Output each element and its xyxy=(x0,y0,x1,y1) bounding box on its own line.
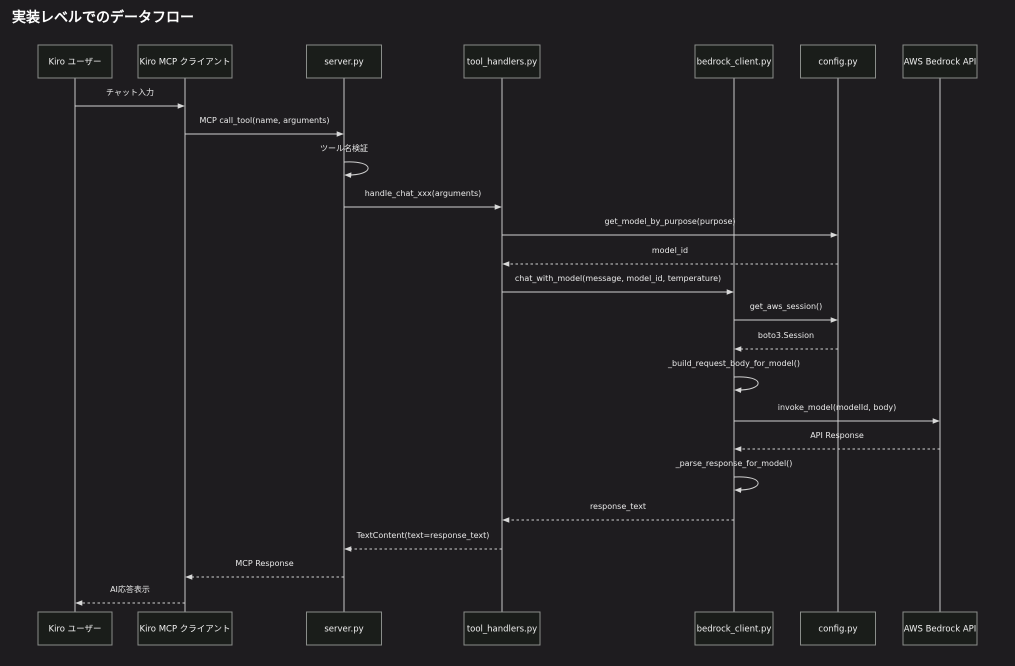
self-message-arrow xyxy=(733,476,759,493)
actor-label: bedrock_client.py xyxy=(697,58,772,68)
actor-label: config.py xyxy=(818,58,857,68)
message-16: MCP Response xyxy=(185,559,344,580)
message-8: get_aws_session() xyxy=(734,302,838,323)
message-7: chat_with_model(message, model_id, tempe… xyxy=(502,274,734,295)
message-5: get_model_by_purpose(purpose) xyxy=(502,217,838,238)
message-9: boto3.Session xyxy=(734,331,838,352)
message-12: API Response xyxy=(734,431,940,452)
actor-label: server.py xyxy=(324,58,363,68)
message-label: response_text xyxy=(590,502,646,511)
actor-config-bottom: config.py xyxy=(800,611,876,646)
actor-label: bedrock_client.py xyxy=(697,625,772,635)
message-label: API Response xyxy=(810,431,864,440)
actor-label: AWS Bedrock API xyxy=(904,625,977,635)
message-label: get_aws_session() xyxy=(750,302,823,311)
message-6: model_id xyxy=(502,246,838,267)
diagram-title: 実装レベルでのデータフロー xyxy=(12,10,194,26)
actor-client-bottom: Kiro MCP クライアント xyxy=(137,611,233,646)
message-10: _build_request_body_for_model() xyxy=(667,359,800,393)
actor-label: Kiro MCP クライアント xyxy=(140,625,231,635)
actor-label: Kiro ユーザー xyxy=(49,625,102,635)
message-label: MCP Response xyxy=(235,559,293,568)
message-label: invoke_model(modelId, body) xyxy=(778,403,897,412)
message-3: ツール名検証 xyxy=(320,143,369,178)
message-label: model_id xyxy=(652,246,688,255)
message-label: get_model_by_purpose(purpose) xyxy=(604,217,735,226)
message-4: handle_chat_xxx(arguments) xyxy=(344,189,502,210)
actor-client-top: Kiro MCP クライアント xyxy=(137,44,233,79)
actor-user-bottom: Kiro ユーザー xyxy=(37,611,113,646)
actor-user-top: Kiro ユーザー xyxy=(37,44,113,79)
actor-label: server.py xyxy=(324,625,363,635)
actor-api-top: AWS Bedrock API xyxy=(902,44,978,79)
message-label: MCP call_tool(name, arguments) xyxy=(199,116,329,125)
message-label: チャット入力 xyxy=(106,87,154,97)
message-label: handle_chat_xxx(arguments) xyxy=(365,189,482,198)
message-17: AI応答表示 xyxy=(75,584,185,606)
actor-label: config.py xyxy=(818,625,857,635)
actor-label: Kiro ユーザー xyxy=(49,58,102,68)
actor-label: tool_handlers.py xyxy=(467,58,537,68)
message-14: response_text xyxy=(502,502,734,523)
message-15: TextContent(text=response_text) xyxy=(344,531,502,552)
message-1: チャット入力 xyxy=(75,87,185,109)
actor-server-bottom: server.py xyxy=(306,611,382,646)
actor-label: Kiro MCP クライアント xyxy=(140,58,231,68)
message-label: _parse_response_for_model() xyxy=(675,459,793,468)
actor-bedrock_client-bottom: bedrock_client.py xyxy=(694,611,774,646)
actor-handlers-top: tool_handlers.py xyxy=(463,44,541,79)
message-label: TextContent(text=response_text) xyxy=(356,531,490,540)
message-label: _build_request_body_for_model() xyxy=(667,359,800,368)
actor-config-top: config.py xyxy=(800,44,876,79)
actor-label: tool_handlers.py xyxy=(467,625,537,635)
actor-bedrock_client-top: bedrock_client.py xyxy=(694,44,774,79)
message-13: _parse_response_for_model() xyxy=(675,459,793,493)
message-label: chat_with_model(message, model_id, tempe… xyxy=(515,274,721,283)
message-label: boto3.Session xyxy=(758,331,814,340)
self-message-arrow xyxy=(733,376,759,393)
message-11: invoke_model(modelId, body) xyxy=(734,403,940,424)
actor-api-bottom: AWS Bedrock API xyxy=(902,611,978,646)
message-label: AI応答表示 xyxy=(110,584,150,594)
self-message-arrow xyxy=(343,161,369,178)
message-2: MCP call_tool(name, arguments) xyxy=(185,116,344,137)
actor-label: AWS Bedrock API xyxy=(904,58,977,68)
message-label: ツール名検証 xyxy=(320,143,368,153)
actor-handlers-bottom: tool_handlers.py xyxy=(463,611,541,646)
actor-server-top: server.py xyxy=(306,44,382,79)
